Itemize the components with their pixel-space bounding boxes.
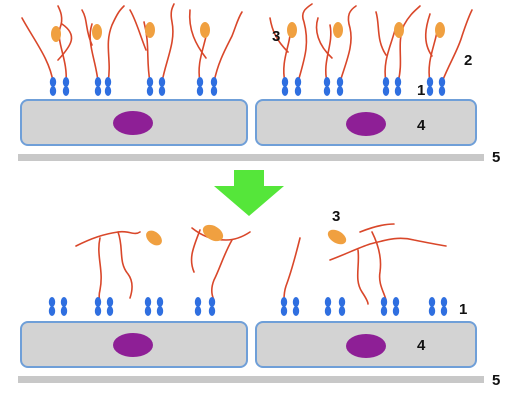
down-arrow-icon	[214, 170, 284, 216]
particles-top	[51, 22, 445, 42]
label-5-top: 5	[492, 149, 501, 166]
label-3-bottom: 3	[332, 208, 341, 225]
label-1-bottom: 1	[459, 301, 468, 318]
top-panel	[18, 3, 484, 161]
nucleus-top-left	[113, 111, 153, 135]
label-3-top: 3	[272, 28, 281, 45]
substrate-bar-top	[18, 154, 484, 161]
receptors-bottom	[48, 297, 448, 316]
label-2-top: 2	[464, 52, 473, 69]
nucleus-bottom-right	[346, 334, 386, 358]
bottom-panel	[18, 223, 484, 383]
particles-bottom	[146, 224, 347, 246]
label-1-top: 1	[417, 82, 426, 99]
substrate-bar-bottom	[18, 376, 484, 383]
label-5-bottom: 5	[492, 372, 501, 389]
nucleus-bottom-left	[113, 333, 153, 357]
fibers-top	[21, 3, 473, 83]
label-4-top: 4	[417, 117, 426, 134]
label-4-bottom: 4	[417, 337, 426, 354]
fibers-bottom	[75, 223, 447, 305]
nucleus-top-right	[346, 112, 386, 136]
receptors-top	[49, 77, 446, 96]
